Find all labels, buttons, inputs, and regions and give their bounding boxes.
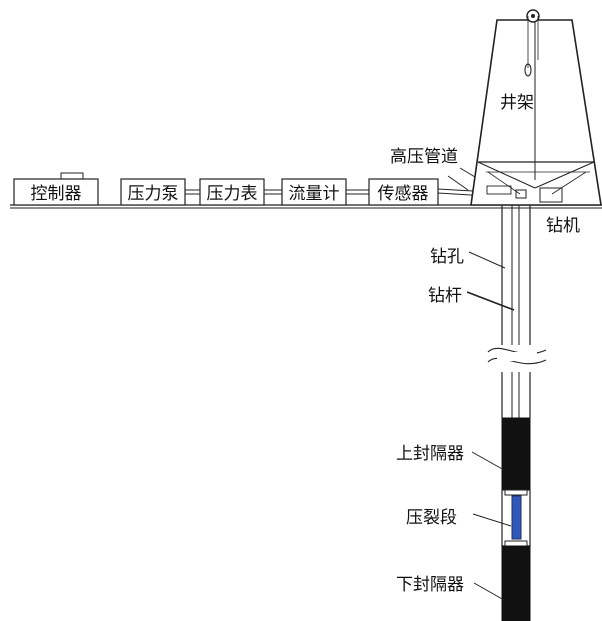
borehole — [501, 205, 531, 418]
lower-packer-label: 下封隔器 — [396, 575, 464, 595]
drill-rig-label: 钻机 — [546, 216, 580, 236]
drill-rod-label: 钻杆 — [428, 286, 462, 306]
controller-box: 控制器 — [13, 172, 99, 206]
upper-packer-leader — [471, 451, 505, 471]
controller-label: 控制器 — [31, 184, 82, 204]
pressure-gauge-box: 压力表 — [199, 178, 265, 206]
flow-meter-box: 流量计 — [281, 178, 347, 206]
derrick-label: 井架 — [500, 93, 534, 113]
pressure-pump-label: 压力泵 — [128, 184, 179, 204]
pressure-gauge-label: 压力表 — [207, 184, 258, 204]
pressure-pump-box: 压力泵 — [120, 178, 186, 206]
pipe-connectors — [185, 189, 369, 195]
sensor-box: 传感器 — [368, 178, 439, 206]
high-pressure-pipe-label: 高压管道 — [390, 147, 458, 167]
lower-packer — [501, 545, 531, 621]
flow-meter-label: 流量计 — [289, 184, 340, 204]
fracturing-section — [501, 489, 531, 547]
break-symbol — [487, 347, 547, 365]
fracturing-section-label: 压裂段 — [406, 508, 457, 528]
borehole-label: 钻孔 — [430, 247, 464, 267]
drill-rod — [511, 205, 520, 418]
lower-packer-leader — [473, 582, 505, 601]
borehole-leader — [468, 251, 506, 269]
fracturing-section-leader — [472, 513, 512, 527]
upper-packer-label: 上封隔器 — [396, 444, 464, 464]
sensor-label: 传感器 — [378, 184, 429, 204]
derrick — [470, 9, 602, 206]
drill-rod-leader — [466, 291, 515, 311]
upper-packer — [501, 417, 531, 491]
